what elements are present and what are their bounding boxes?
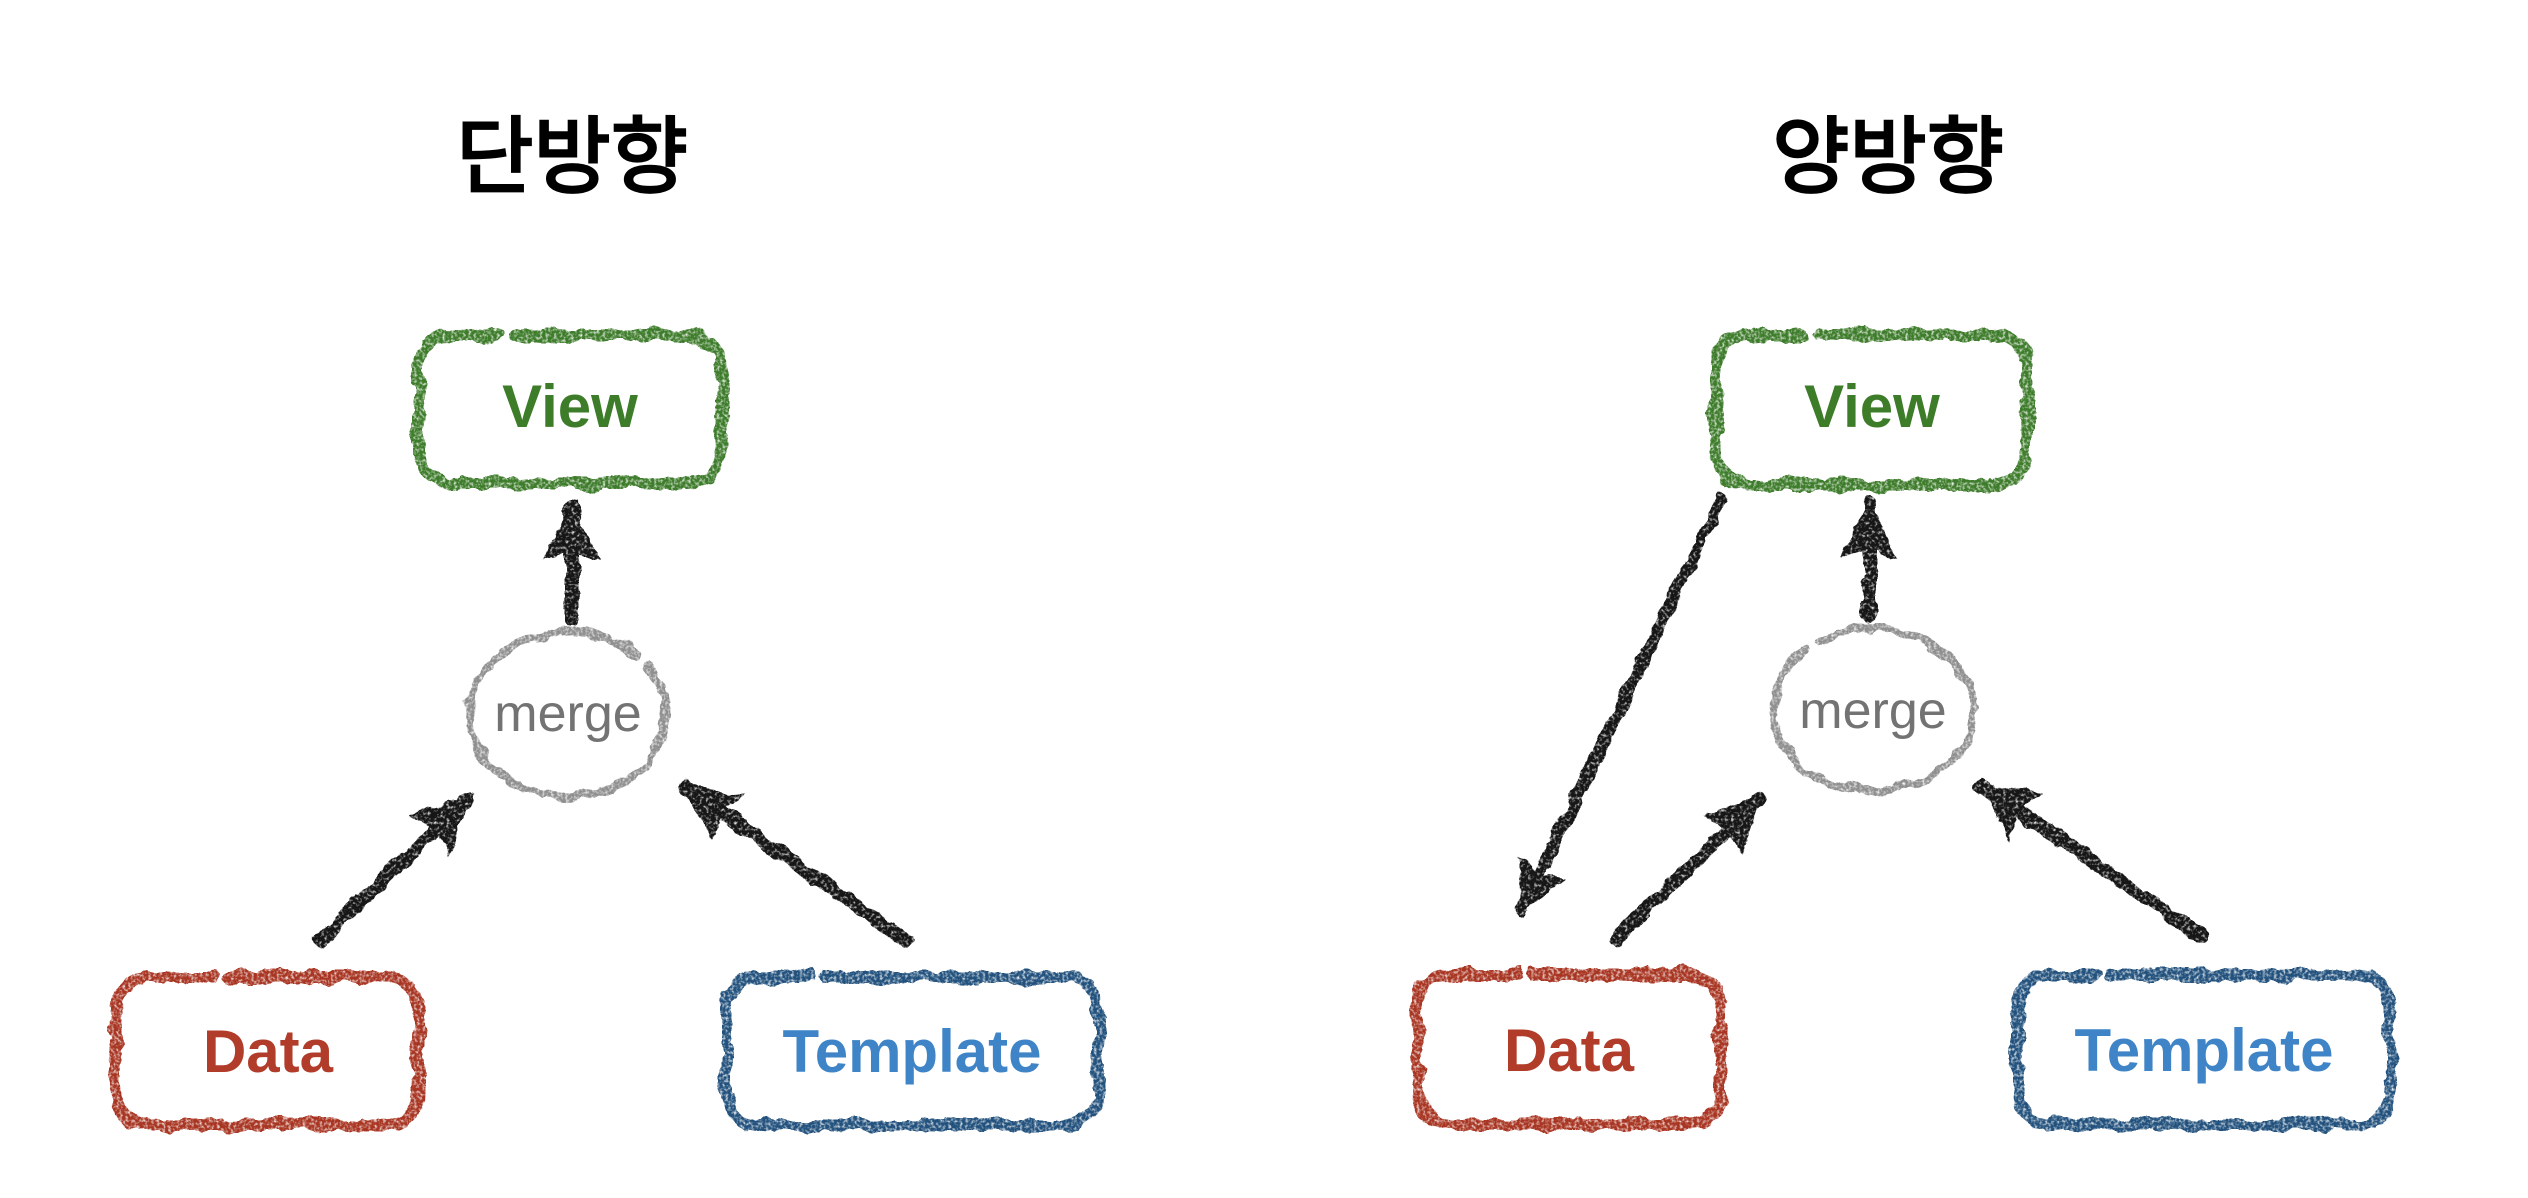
view-node-box — [1710, 329, 2033, 491]
data-node-label: Data — [203, 1018, 334, 1085]
arrow-template-to-merge — [679, 780, 914, 948]
arrows-bidirectional — [1514, 490, 2210, 945]
diagram-unidirectional: 단방향 View merge Data Template — [110, 110, 1104, 1131]
arrows-unidirectional — [312, 498, 914, 948]
template-node-box — [2012, 969, 2396, 1130]
merge-node-circle — [466, 628, 670, 800]
merge-node-circle — [1769, 625, 1977, 795]
template-node-label: Template — [783, 1018, 1042, 1085]
data-node-box — [110, 971, 425, 1131]
arrow-view-to-data — [1514, 490, 1729, 919]
view-node-label: View — [1804, 373, 1940, 440]
template-node-box — [720, 971, 1104, 1131]
diagram-bidirectional: 양방향 View merge Data Template — [1411, 110, 2396, 1130]
data-node-label: Data — [1504, 1017, 1635, 1084]
arrow-data-to-merge — [312, 792, 475, 948]
view-node-label: View — [502, 373, 638, 440]
title-unidirectional: 단방향 — [456, 110, 688, 204]
merge-node-label: merge — [494, 685, 641, 743]
arrow-data-to-merge — [1611, 791, 1767, 945]
arrow-template-to-merge — [1975, 779, 2210, 944]
data-node-box — [1411, 969, 1726, 1130]
template-node-label: Template — [2075, 1017, 2334, 1084]
title-bidirectional: 양방향 — [1772, 110, 2004, 204]
merge-node-label: merge — [1799, 682, 1946, 740]
view-node-box — [413, 329, 728, 489]
